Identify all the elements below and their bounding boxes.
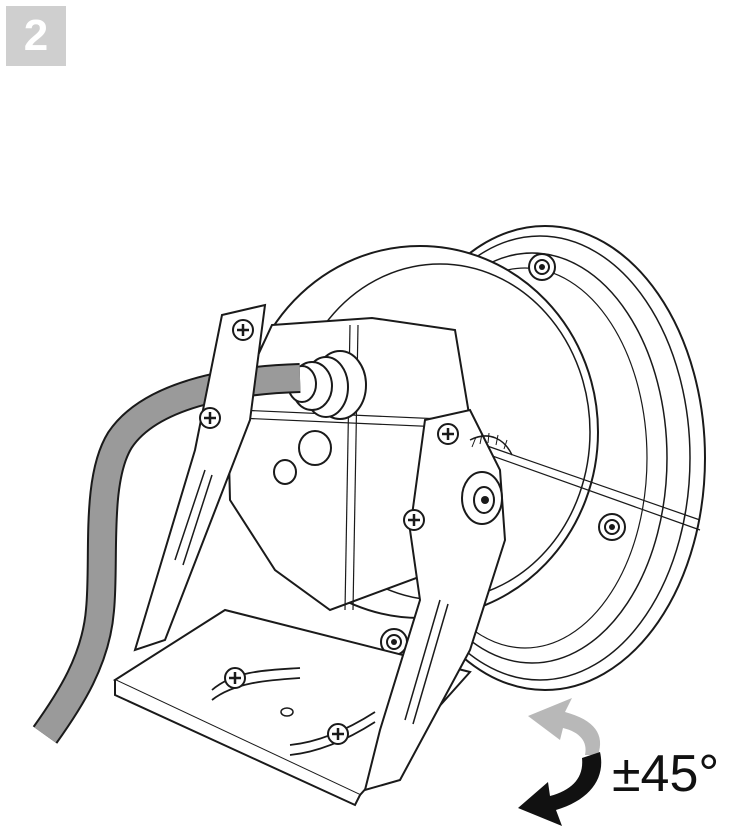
bracket-screw-right-top bbox=[436, 422, 460, 446]
pivot-bolt bbox=[461, 471, 503, 525]
ring-bolt-right bbox=[598, 513, 626, 541]
base-screw-right bbox=[326, 722, 350, 746]
rotation-angle-label: ±45° bbox=[612, 745, 720, 803]
rotation-arrow-down-icon bbox=[518, 752, 602, 826]
cable-gland bbox=[287, 350, 367, 420]
bracket-screw-right-bottom bbox=[402, 508, 426, 532]
step-number-badge: 2 bbox=[6, 6, 66, 66]
bracket-arm-left bbox=[133, 303, 267, 652]
bracket-screw-left-bottom bbox=[198, 406, 222, 430]
lamp-housing bbox=[226, 245, 701, 619]
rotation-arrow-up-icon bbox=[528, 698, 601, 755]
ring-bolt-top bbox=[528, 253, 556, 281]
base-screw-left bbox=[223, 666, 247, 690]
bracket-screw-left-top bbox=[231, 318, 255, 342]
